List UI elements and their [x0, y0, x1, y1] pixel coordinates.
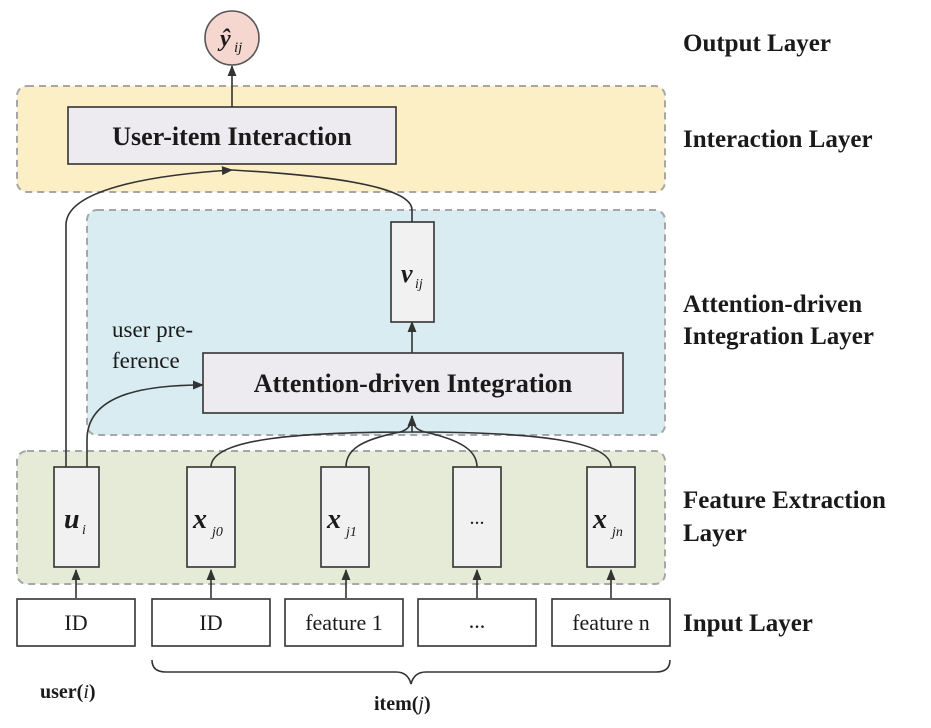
user-preference-line1: user pre-	[112, 317, 193, 342]
user-item-interaction-label: User-item Interaction	[112, 122, 352, 151]
attention-layer-label-line2: Integration Layer	[683, 323, 874, 350]
user-item-interaction-box	[67, 106, 397, 165]
arrow-xj0-to-attention	[210, 414, 417, 468]
user-preference-line2: ference	[112, 348, 180, 373]
feature-node-xj1-subscript: j1	[344, 525, 357, 540]
feature-node-xjn-symbol: x	[592, 504, 607, 535]
input-box-user-id-label: ID	[64, 610, 87, 635]
input-box-ellipsis	[417, 598, 537, 647]
arrow-ui-user-preference	[86, 380, 205, 467]
input-box-ellipsis-label: ...	[469, 608, 486, 633]
feature-node-ellipsis-symbol: ...	[470, 507, 485, 529]
arrow-xj1-to-attention	[345, 415, 413, 468]
output-node	[204, 10, 260, 66]
output-layer-label: Output Layer	[683, 30, 831, 57]
user-group-label: user(i)	[40, 681, 96, 703]
feature-node-ui-symbol: u	[64, 504, 80, 535]
input-box-feature-1-label: feature 1	[305, 610, 383, 635]
connectors	[65, 64, 616, 598]
feature-node-ui-subscript: i	[82, 523, 86, 538]
vij-symbol: v	[401, 259, 413, 288]
interaction-layer-label: Interaction Layer	[683, 126, 873, 153]
item-group-label: item(j)	[374, 693, 431, 715]
feature-node-ellipsis	[452, 466, 502, 568]
feature-layer-label-line1: Feature Extraction	[683, 487, 886, 514]
arrow-ui-to-interaction	[65, 166, 234, 467]
input-box-user-id	[16, 598, 136, 647]
attention-integration-box	[202, 352, 624, 414]
input-box-feature-1	[284, 598, 404, 647]
item-brace	[151, 659, 671, 685]
feature-node-xjn	[586, 466, 636, 568]
feature-node-ui	[53, 466, 100, 568]
attention-integration-label: Attention-driven Integration	[254, 369, 573, 398]
arrow-vij-to-interaction	[231, 169, 413, 222]
input-box-item-id-label: ID	[199, 610, 222, 635]
output-node-symbol: ŷ	[217, 26, 231, 52]
input-box-feature-n	[551, 598, 671, 647]
input-box-item-id	[151, 598, 271, 647]
input-box-feature-n-label: feature n	[572, 610, 650, 635]
feature-layer-label-line2: Layer	[683, 520, 747, 547]
arrow-xjn-to-attention	[411, 431, 612, 468]
feature-node-xj0	[186, 466, 236, 568]
feature-node-xj1-symbol: x	[326, 504, 341, 535]
feature-node-xj0-subscript: j0	[210, 525, 223, 540]
feature-node-xj0-symbol: x	[192, 504, 207, 535]
vij-node	[390, 221, 435, 323]
output-node-subscript: ij	[234, 40, 242, 56]
feature-node-xj1	[320, 466, 370, 568]
input-layer-label: Input Layer	[683, 610, 813, 637]
feature-node-xjn-subscript: jn	[610, 525, 623, 540]
attention-layer-label-line1: Attention-driven	[683, 291, 862, 318]
vij-subscript: ij	[415, 277, 423, 292]
